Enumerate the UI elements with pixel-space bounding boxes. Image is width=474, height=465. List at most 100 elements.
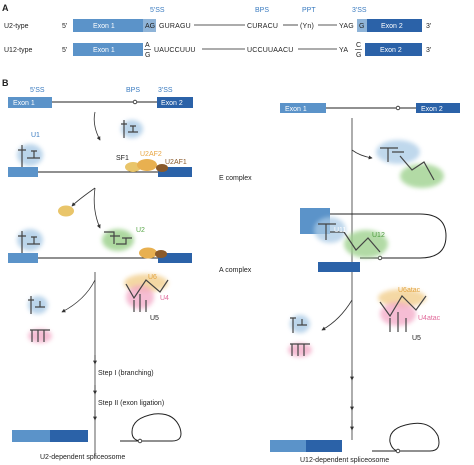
left-released-snrnps	[28, 296, 52, 343]
u12-g-bot: G	[356, 52, 361, 59]
u2-structure	[104, 231, 132, 245]
left-exon1-label: Exon 1	[13, 100, 35, 107]
u2-five-prime: 5'	[62, 23, 67, 30]
right-arrow-release	[321, 299, 353, 331]
u12-donor-seq: UAUCCUUU	[154, 47, 196, 54]
u2-type-row: U2-type 5' Exon 1 AG GURAGU CURACU (Yn) …	[4, 19, 431, 32]
rc-exon2	[318, 262, 360, 272]
left-arrow-release	[61, 279, 96, 313]
u2-g: G	[359, 23, 364, 30]
u2-label: U2	[136, 227, 145, 234]
u2-exon2-box	[367, 19, 422, 32]
u12-a-top: A	[145, 42, 150, 49]
left-exon2	[157, 97, 193, 108]
u2-g-box	[357, 19, 367, 32]
u12-exon2-box	[365, 43, 422, 56]
e-complex-label: E complex	[219, 175, 252, 182]
left-arrow-2	[93, 187, 101, 229]
u2-exon2-label: Exon 2	[381, 23, 403, 30]
u6-label: U6	[148, 274, 157, 281]
a-exon1	[8, 253, 38, 263]
u2af2-label: U2AF2	[140, 151, 162, 158]
left-a-complex	[8, 229, 192, 263]
a-u1-structure	[18, 231, 40, 254]
u1-bound-halo	[17, 144, 43, 166]
left-mrna-exon2	[50, 430, 88, 442]
a-u2af2-blob	[139, 247, 157, 259]
released-u4-structure	[30, 329, 50, 342]
u2-exon1-box	[73, 19, 143, 32]
r-released-u4atac-structure	[290, 343, 310, 356]
u12-exon2-label: Exon 2	[380, 47, 402, 54]
right-released-snrnps	[288, 315, 312, 357]
u2-type-label: U2-type	[4, 23, 29, 30]
panel-b-label: B	[2, 78, 9, 88]
right-exon2	[416, 103, 460, 113]
u1-bound-structure	[18, 145, 40, 168]
rc-branch-point	[377, 255, 383, 261]
left-bps-label: BPS	[126, 87, 140, 94]
step2-label: Step II (exon ligation)	[98, 400, 164, 407]
header-3ss: 3'SS	[352, 7, 367, 14]
a-complex-label: A complex	[219, 267, 252, 274]
r-released-u11-halo	[290, 315, 310, 333]
u12-type-label: U12-type	[4, 47, 33, 54]
u6atac-halo	[378, 289, 426, 307]
released-u1-structure	[28, 296, 45, 314]
rt-rna-1	[379, 295, 427, 318]
left-5ss-label: 5'SS	[30, 87, 45, 94]
u2-bps-seq: CURACU	[247, 23, 278, 30]
header-bps: BPS	[255, 7, 269, 14]
right-exon1	[280, 103, 326, 113]
tri-snrnp-rna-1	[125, 279, 169, 300]
panel-a-label: A	[2, 3, 9, 13]
free-u12-halo	[400, 164, 444, 188]
sf1-released	[58, 205, 74, 217]
right-branch-point	[395, 105, 401, 111]
u12-type-row: U12-type 5' Exon 1 A G UAUCCUUU UCCUUAAC…	[4, 42, 431, 59]
tri-snrnp-rna-2	[133, 294, 147, 312]
left-lariat	[120, 413, 182, 442]
sf1-blob	[125, 162, 141, 172]
left-caption: U2-dependent spliceosome	[40, 454, 125, 461]
u12-bps-seq: UCCUUAACU	[247, 47, 294, 54]
u12-acceptor-seq: YA	[339, 47, 348, 54]
header-5ss: 5'SS	[150, 7, 165, 14]
sf1-label: SF1	[116, 155, 129, 162]
right-tri-snrnp	[378, 289, 427, 332]
right-arrow-1	[351, 149, 373, 160]
r-released-u4atac-halo	[288, 343, 312, 357]
right-mrna-exon1	[270, 440, 306, 452]
u6atac-label: U6atac	[398, 287, 421, 294]
left-products	[12, 413, 182, 444]
right-lariat	[372, 422, 440, 452]
right-products	[270, 422, 440, 454]
step1-label: Step I (branching)	[98, 370, 154, 377]
u1-rna-structure	[121, 120, 138, 138]
u12-three-prime: 3'	[426, 47, 431, 54]
left-arrow-sf1-release	[71, 187, 96, 207]
free-disnrnp-structure	[380, 147, 435, 181]
rt-rna-2	[389, 312, 407, 332]
left-exon1	[8, 97, 52, 108]
header-ppt: PPT	[302, 7, 316, 14]
right-exon2-label: Exon 2	[421, 106, 443, 113]
left-3ss-label: 3'SS	[158, 87, 173, 94]
u12-exon1-label: Exon 1	[93, 47, 115, 54]
left-pre-mrna: Exon 1 Exon 2	[8, 97, 193, 108]
u12-five-prime: 5'	[62, 47, 67, 54]
u5-label: U5	[150, 315, 159, 322]
e-exon1	[8, 167, 38, 177]
a-exon2	[158, 253, 192, 263]
u12-g-bottom: G	[145, 52, 150, 59]
rc-u12-halo	[344, 230, 388, 258]
u2af2-blob	[137, 159, 157, 171]
left-lariat-branch	[137, 438, 143, 444]
left-exon2-label: Exon 2	[161, 100, 183, 107]
u4atac-label: U4atac	[418, 315, 441, 322]
u4-label: U4	[160, 295, 169, 302]
right-a-complex	[300, 208, 447, 272]
rc-disnrnp-structure	[318, 223, 381, 253]
a-u1-halo	[17, 229, 43, 251]
